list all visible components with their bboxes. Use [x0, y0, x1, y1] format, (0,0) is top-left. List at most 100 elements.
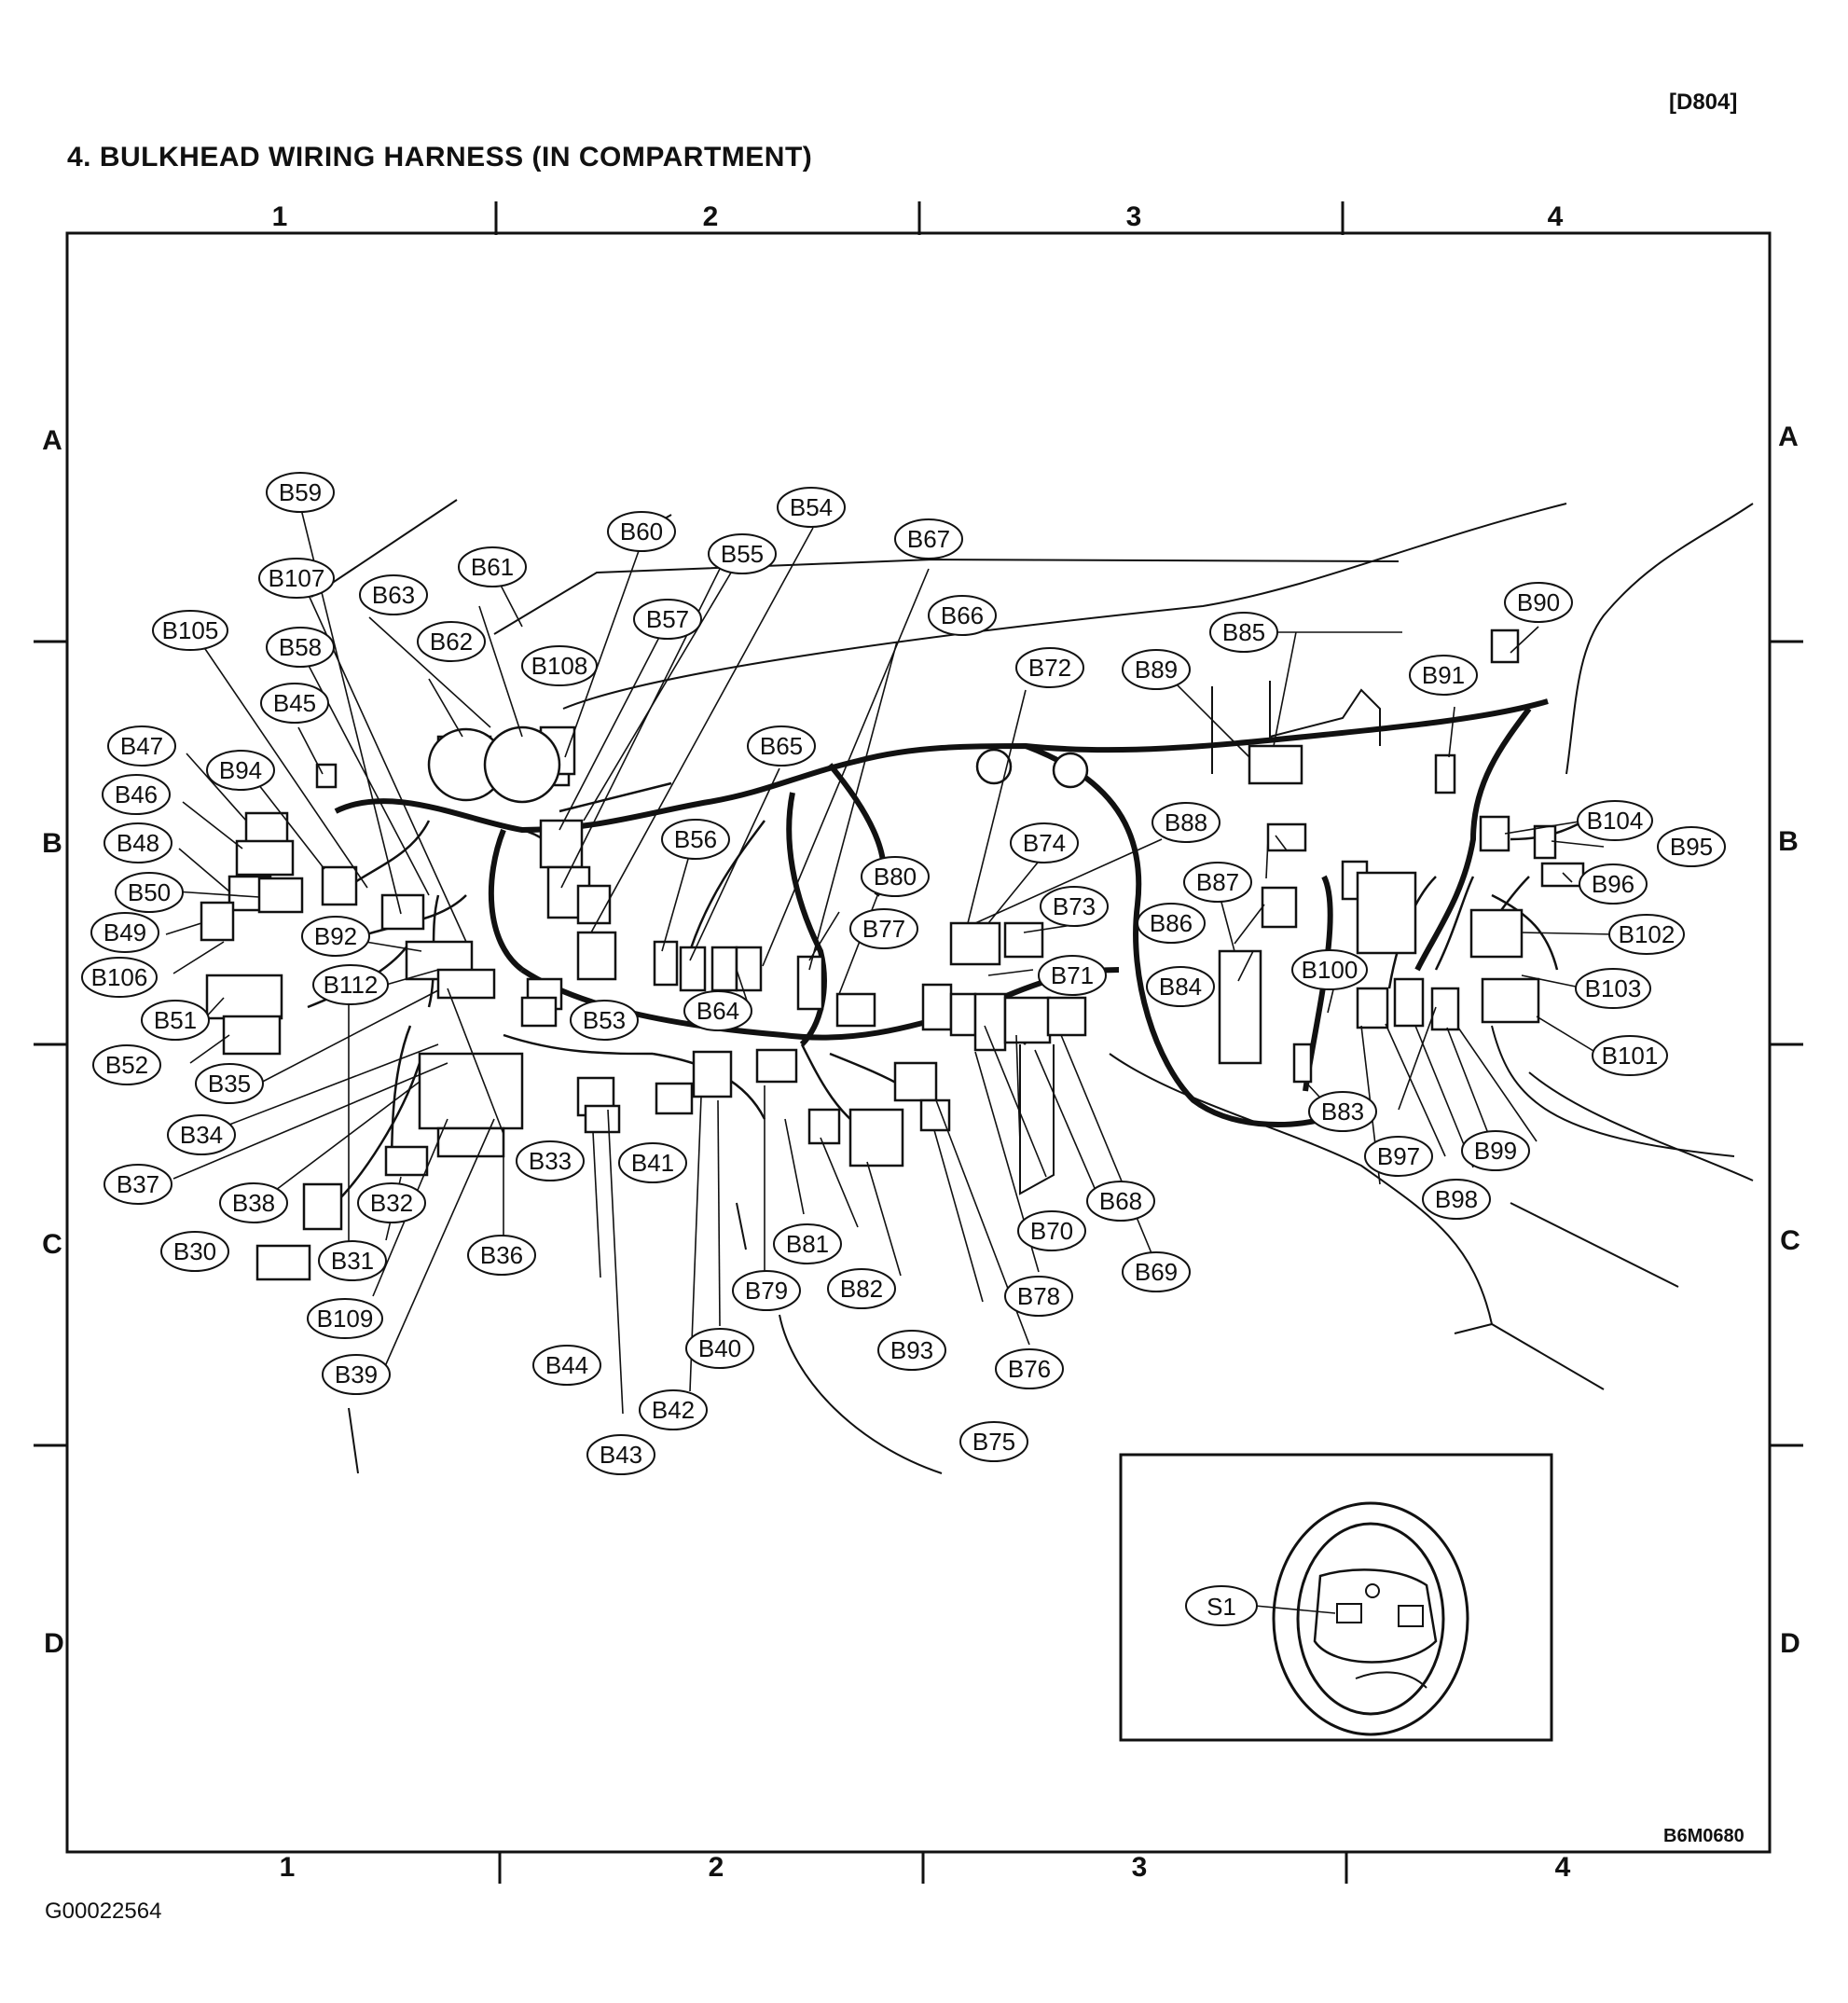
- callout-b69: B69: [1122, 1251, 1191, 1292]
- callout-b41: B41: [618, 1142, 687, 1183]
- callout-b88: B88: [1152, 802, 1221, 843]
- callout-oval: [1015, 647, 1084, 688]
- callout-label: B52: [105, 1051, 148, 1079]
- callout-b61: B61: [458, 546, 527, 587]
- callout-b102: B102: [1608, 914, 1685, 955]
- callout-label: B47: [120, 732, 163, 760]
- callout-label: B89: [1135, 656, 1178, 684]
- callout-label: B76: [1008, 1355, 1051, 1383]
- callout-b50: B50: [115, 872, 184, 913]
- callout-oval: [102, 774, 171, 815]
- callout-b63: B63: [359, 574, 428, 615]
- callout-oval: [1291, 949, 1368, 990]
- callout-label: B45: [273, 689, 316, 717]
- callout-oval: [618, 1142, 687, 1183]
- callout-oval: [1657, 826, 1726, 867]
- callout-oval: [103, 1164, 172, 1205]
- callout-oval: [92, 1044, 161, 1085]
- callout-b78: B78: [1004, 1276, 1073, 1317]
- callout-label: B97: [1377, 1142, 1420, 1170]
- callout-label: B93: [890, 1336, 933, 1364]
- callout-label: B56: [674, 825, 717, 853]
- callout-label: B104: [1587, 807, 1644, 835]
- callout-b105: B105: [152, 610, 228, 651]
- callout-oval: [959, 1421, 1028, 1462]
- callout-label: B78: [1017, 1282, 1060, 1310]
- callout-b45: B45: [260, 683, 329, 724]
- callout-b75: B75: [959, 1421, 1028, 1462]
- callout-label: B49: [103, 919, 146, 946]
- callout-label: B109: [317, 1305, 374, 1333]
- callout-oval: [1152, 802, 1221, 843]
- grid-row-c-right: C: [1780, 1225, 1800, 1256]
- callout-b100: B100: [1291, 949, 1368, 990]
- grid-col-3-top: 3: [1126, 201, 1142, 232]
- callout-oval: [1364, 1136, 1433, 1177]
- callout-label: B74: [1023, 829, 1066, 857]
- callout-label: B83: [1321, 1098, 1364, 1126]
- callout-oval: [206, 750, 275, 791]
- callout-b65: B65: [747, 725, 816, 767]
- callout-label: B65: [760, 732, 803, 760]
- figure-code: B6M0680: [1663, 1826, 1745, 1846]
- callout-oval: [521, 645, 598, 686]
- grid-row-d-left: D: [44, 1628, 64, 1659]
- page-title: 4. BULKHEAD WIRING HARNESS (IN COMPARTME…: [67, 142, 813, 173]
- callout-label: B69: [1135, 1258, 1178, 1286]
- callout-b64: B64: [683, 990, 752, 1031]
- callout-label: B77: [862, 915, 905, 943]
- callout-oval: [1004, 1276, 1073, 1317]
- leader-lines: [165, 504, 1616, 1415]
- callout-b51: B51: [141, 1000, 210, 1041]
- callout-oval: [1122, 1251, 1191, 1292]
- callout-b81: B81: [773, 1223, 842, 1264]
- grid-col-1-bottom: 1: [280, 1852, 296, 1883]
- callout-oval: [1409, 655, 1478, 696]
- callout-oval: [90, 912, 159, 953]
- callout-oval: [266, 627, 335, 668]
- callout-oval: [995, 1348, 1064, 1389]
- grid-col-3-bottom: 3: [1132, 1852, 1148, 1883]
- callout-label: B84: [1159, 973, 1202, 1001]
- grid-labels: 1 2 3 4 1 2 3 4 A B C D A B C D: [42, 201, 1800, 1883]
- callout-label: B64: [696, 997, 739, 1025]
- grid-row-d-right: D: [1780, 1628, 1800, 1659]
- callout-label: B58: [279, 633, 322, 661]
- callout-oval: [516, 1140, 585, 1181]
- callout-oval: [661, 819, 730, 860]
- callout-oval: [260, 683, 329, 724]
- footer-id: G00022564: [45, 1899, 162, 1924]
- callout-label: B34: [180, 1121, 223, 1149]
- callout-oval: [732, 1270, 801, 1311]
- callout-oval: [1209, 612, 1278, 653]
- callout-oval: [861, 856, 930, 897]
- callout-oval: [195, 1063, 264, 1104]
- callout-oval: [301, 916, 370, 957]
- callout-label: B79: [745, 1277, 788, 1305]
- callout-b66: B66: [928, 595, 997, 636]
- callout-label: B61: [471, 553, 514, 581]
- callout-label: B82: [840, 1275, 883, 1303]
- grid-col-2-top: 2: [703, 201, 719, 232]
- body-outline: [310, 499, 1754, 1474]
- callout-b56: B56: [661, 819, 730, 860]
- callout-oval: [1122, 649, 1191, 690]
- callout-oval: [322, 1354, 391, 1395]
- callout-label: B91: [1422, 661, 1465, 689]
- callout-label: B30: [173, 1237, 216, 1265]
- callout-label: B31: [331, 1247, 374, 1275]
- callout-b48: B48: [103, 822, 172, 863]
- grid-col-2-bottom: 2: [709, 1852, 724, 1883]
- callout-oval: [827, 1268, 896, 1309]
- callout-b97: B97: [1364, 1136, 1433, 1177]
- callout-oval: [1137, 903, 1206, 944]
- callout-oval: [357, 1182, 426, 1223]
- callout-b72: B72: [1015, 647, 1084, 688]
- callout-b82: B82: [827, 1268, 896, 1309]
- callout-oval: [1579, 863, 1648, 905]
- callout-b37: B37: [103, 1164, 172, 1205]
- callout-label: B66: [941, 601, 984, 629]
- callout-oval: [639, 1389, 708, 1430]
- callout-label: B33: [529, 1147, 572, 1175]
- callout-label: B94: [219, 756, 262, 784]
